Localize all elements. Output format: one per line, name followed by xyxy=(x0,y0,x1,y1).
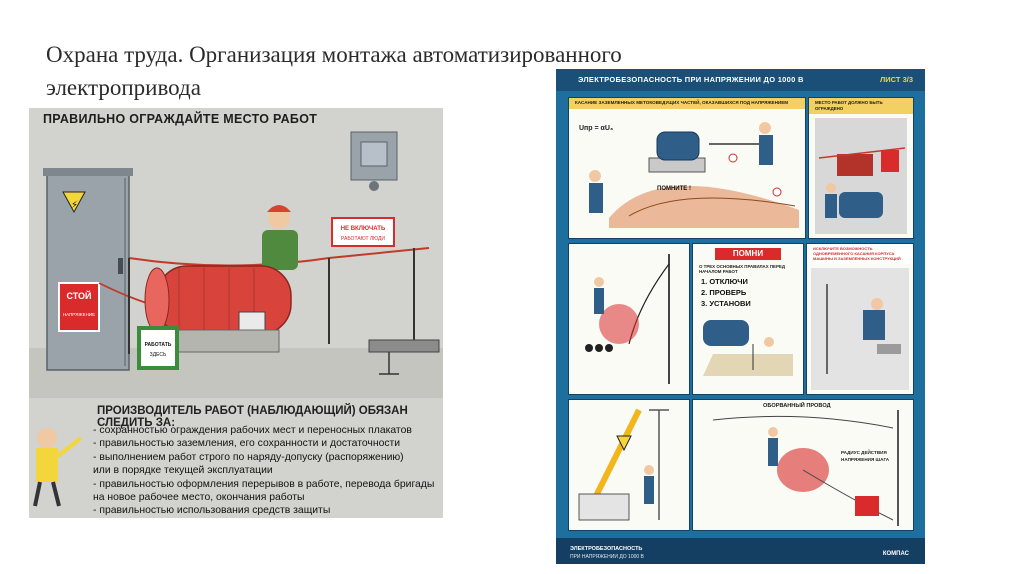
footer-subtitle: ПРИ НАПРЯЖЕНИИ ДО 1000 В xyxy=(570,554,644,560)
panel-step-voltage xyxy=(568,243,690,395)
svg-text:НЕ ВКЛЮЧАТЬ: НЕ ВКЛЮЧАТЬ xyxy=(341,226,386,232)
touch-voltage-illustration xyxy=(589,122,799,228)
panel-fence-workplace: МЕСТО РАБОТ ДОЛЖНО БЫТЬ ОГРАЖДЕНО xyxy=(808,97,914,239)
rule-item: 1. ОТКЛЮЧИ xyxy=(701,277,748,286)
work-here-sign: РАБОТАТЬ ЗДЕСЬ xyxy=(137,326,179,370)
supervisor-heading: ПРОИЗВОДИТЕЛЬ РАБОТ (НАБЛЮДАЮЩИЙ) ОБЯЗАН… xyxy=(97,405,408,429)
slide-title: Охрана труда. Организация монтажа автома… xyxy=(46,38,866,104)
publisher-logo: КОМПАС xyxy=(882,551,909,557)
worker-figure xyxy=(262,205,298,270)
panel-4-title: ИСКЛЮЧИТЕ ВОЗМОЖНОСТЬ ОДНОВРЕМЕННОГО КАС… xyxy=(813,246,901,261)
cartoon-supervisor xyxy=(33,428,83,507)
stop-sign: СТОЙ НАПРЯЖЕНИЕ xyxy=(58,282,100,332)
panel-crane xyxy=(568,399,690,531)
duty-item: или в порядке текущей эксплуатации xyxy=(93,465,273,477)
touch-voltage-formula: Uпр = αU₃ xyxy=(579,125,614,132)
panel-broken-wire: ОБОРВАННЫЙ ПРОВОД РАДИУС ДЕЙСТВИЯ НАПРЯЖ… xyxy=(692,399,914,531)
left-poster: ПРАВИЛЬНО ОГРАЖДАЙТЕ МЕСТО РАБОТ ⚡ СТОЙ … xyxy=(29,108,443,518)
high-voltage-icon: ⚡ xyxy=(71,200,78,211)
svg-text:НАПРЯЖЕНИЕ: НАПРЯЖЕНИЕ xyxy=(63,312,95,317)
step-voltage-illustration xyxy=(585,254,670,384)
duty-item: - правильностью заземления, его сохранно… xyxy=(93,438,401,450)
step-voltage-radius-note: РАДИУС ДЕЙСТВИЯ НАПРЯЖЕНИЯ ШАГА xyxy=(841,450,890,462)
panel-three-rules: ПОМНИ О ТРЕХ ОСНОВНЫХ ПРАВИЛАХ ПЕРЕД НАЧ… xyxy=(692,243,804,395)
svg-text:РАБОТАТЬ: РАБОТАТЬ xyxy=(145,342,172,348)
footer-title: ЭЛЕКТРОБЕЗОПАСНОСТЬ xyxy=(570,546,643,552)
duty-item: - правильностью использования средств за… xyxy=(93,505,331,517)
right-poster-footer xyxy=(556,538,925,564)
duty-item: - правильностью оформления перерывов в р… xyxy=(93,478,435,490)
duty-item: на новое рабочее место, окончания работы xyxy=(93,492,305,504)
panel-5-title: ОБОРВАННЫЙ ПРОВОД xyxy=(763,403,831,409)
svg-text:РАБОТАЮТ ЛЮДИ: РАБОТАЮТ ЛЮДИ xyxy=(341,236,385,242)
duty-item: - сохранностью ограждения рабочих мест и… xyxy=(93,425,412,436)
fenced-motor-illustration xyxy=(815,118,907,234)
three-rules-list: 1. ОТКЛЮЧИ 2. ПРОВЕРЬ 3. УСТАНОВИ xyxy=(701,276,751,309)
crane-illustration xyxy=(578,408,669,521)
panel-touching-grounded-parts: КАСАНИЕ ЗАЗЕМЛЕННЫХ МЕТОКОВЕДУЩИХ ЧАСТЕЙ… xyxy=(568,97,806,239)
remember-label: ПОМНИТЕ ! xyxy=(657,186,691,192)
three-rules-intro: О ТРЕХ ОСНОВНЫХ ПРАВИЛАХ ПЕРЕД НАЧАЛОМ Р… xyxy=(699,264,785,275)
electrical-cabinet: ⚡ xyxy=(43,168,133,371)
svg-text:СТОЙ: СТОЙ xyxy=(66,290,91,301)
do-not-switch-sign: НЕ ВКЛЮЧАТЬ РАБОТАЮТ ЛЮДИ xyxy=(331,217,395,247)
rule-item: 3. УСТАНОВИ xyxy=(701,299,751,308)
rule-item: 2. ПРОВЕРЬ xyxy=(701,288,747,297)
panel-1-title: КАСАНИЕ ЗАЗЕМЛЕННЫХ МЕТОКОВЕДУЩИХ ЧАСТЕЙ… xyxy=(575,100,789,105)
electric-motor xyxy=(144,265,292,353)
sheet-number: ЛИСТ 3/3 xyxy=(880,75,913,84)
broken-wire-illustration xyxy=(712,410,899,526)
fenced-workplace-illustration: ⚡ СТОЙ НАПРЯЖЕНИЕ НЕ ВКЛЮЧАТЬ РАБОТАЮТ Л… xyxy=(29,131,443,507)
right-poster-topbar xyxy=(556,69,925,91)
motor-grounding-illustration xyxy=(703,320,793,376)
remember-banner: ПОМНИ xyxy=(715,248,781,260)
right-poster: ЭЛЕКТРОБЕЗОПАСНОСТЬ ПРИ НАПРЯЖЕНИИ ДО 10… xyxy=(556,69,925,564)
duty-item: - выполнением работ строго по наряду-доп… xyxy=(93,451,404,463)
slide-title-line-2: электропривода xyxy=(46,75,201,100)
right-poster-title: ЭЛЕКТРОБЕЗОПАСНОСТЬ ПРИ НАПРЯЖЕНИИ ДО 10… xyxy=(578,75,804,84)
slide-title-line-1: Охрана труда. Организация монтажа автома… xyxy=(46,42,622,67)
panel-exclude-contact: ИСКЛЮЧИТЕ ВОЗМОЖНОСТЬ ОДНОВРЕМЕННОГО КАС… xyxy=(806,243,914,395)
supervisor-duties-list: - сохранностью ограждения рабочих мест и… xyxy=(93,424,434,518)
left-poster-header: ПРАВИЛЬНО ОГРАЖДАЙТЕ МЕСТО РАБОТ xyxy=(43,112,318,126)
svg-text:ЗДЕСЬ: ЗДЕСЬ xyxy=(150,352,167,358)
panel-2-title: МЕСТО РАБОТ ДОЛЖНО БЫТЬ ОГРАЖДЕНО xyxy=(815,100,883,111)
drill-worker-illustration xyxy=(811,268,909,390)
